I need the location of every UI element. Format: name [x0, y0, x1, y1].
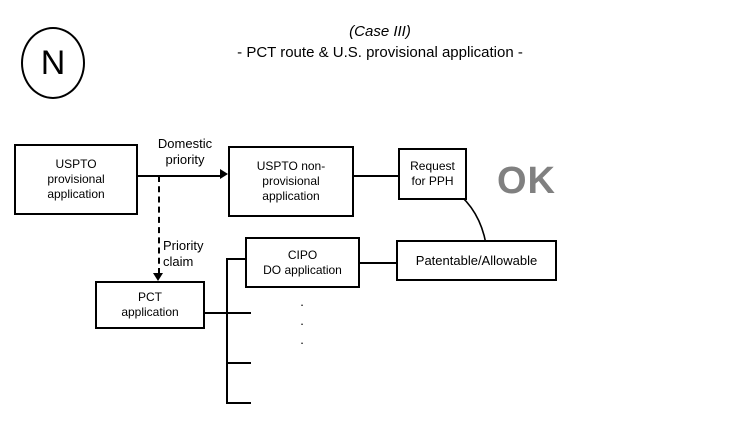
edge-label-line-2: priority: [165, 152, 205, 167]
page-subtitle: - PCT route & U.S. provisional applicati…: [237, 44, 523, 61]
connector-pct-branch-cipo: [226, 258, 247, 260]
connector-pct-branch-4: [226, 402, 251, 404]
edge-label-domestic-priority: Domestic priority: [143, 136, 227, 168]
case-label: (Case III): [349, 23, 411, 40]
ellipsis-dot-3: ·: [299, 335, 305, 350]
edge-label-priority-claim: Priority claim: [163, 238, 231, 270]
edge-label-line-1: Domestic: [157, 136, 213, 151]
circle-n-logo-icon: N: [21, 27, 85, 99]
connector-pct-tree-trunk: [226, 258, 228, 404]
arrowhead-right-icon: [220, 169, 228, 179]
connector-cipo-to-patentable: [360, 262, 396, 264]
status-badge-ok: OK: [497, 160, 556, 202]
connector-priority-claim-dashed: [158, 176, 160, 274]
connector-nonprovisional-to-request: [354, 175, 398, 177]
connector-pct-branch-3: [226, 362, 251, 364]
ellipsis-dot-1: ·: [299, 297, 305, 312]
edge-label-line-2: claim: [163, 254, 194, 269]
ellipsis-vertical: · · ·: [297, 295, 307, 352]
connector-pct-branch-main: [205, 312, 251, 314]
edge-label-line-1: Priority: [163, 238, 204, 253]
node-label: Patentable/Allowable: [415, 253, 538, 268]
node-patentable-allowable[interactable]: Patentable/Allowable: [396, 240, 557, 281]
ellipsis-dot-2: ·: [299, 316, 305, 331]
arrowhead-down-icon: [153, 273, 163, 281]
logo-letter: N: [40, 44, 66, 82]
connector-provisional-to-nonprovisional: [138, 175, 222, 177]
title-block: (Case III) - PCT route & U.S. provisiona…: [100, 22, 660, 64]
